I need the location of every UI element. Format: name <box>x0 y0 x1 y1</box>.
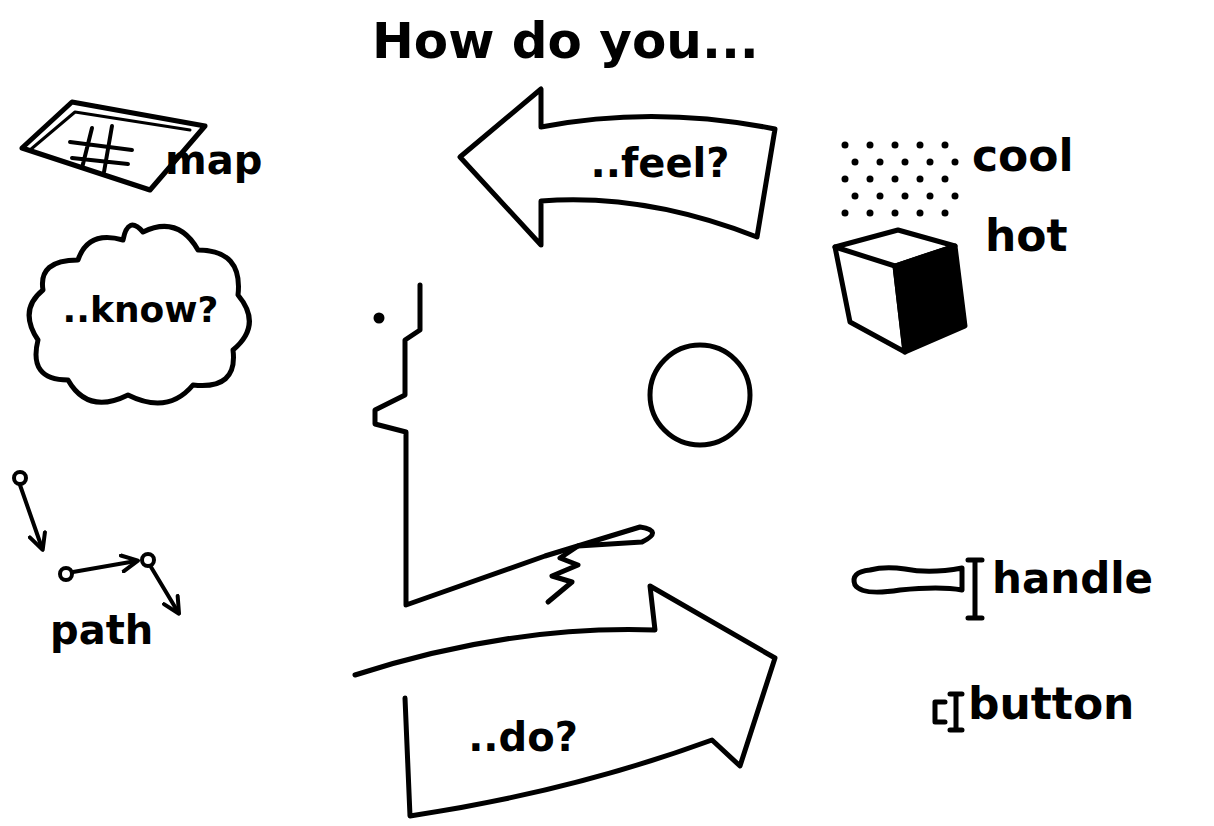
object-circle <box>650 345 750 445</box>
path-icon <box>14 472 178 612</box>
button-label: button <box>968 680 1134 728</box>
path-label: path <box>50 608 153 652</box>
title: How do you... <box>372 14 759 69</box>
feel-arrow: ..feel? <box>455 85 785 250</box>
node-text: ..do? <box>468 715 578 759</box>
hot-label: hot <box>985 212 1068 260</box>
map-label: map <box>165 138 262 182</box>
node-text: ..know? <box>63 290 219 330</box>
button-icon <box>935 694 962 730</box>
handle-icon <box>854 560 982 618</box>
hot-cube <box>835 142 965 353</box>
person-profile <box>375 285 653 605</box>
outline-path <box>355 586 775 816</box>
handle-label: handle <box>992 556 1153 602</box>
know-cloud: ..know? <box>18 210 258 415</box>
cool-label: cool <box>972 132 1074 180</box>
node-text: ..feel? <box>591 141 730 185</box>
node-outline <box>350 580 780 820</box>
do-arrow: ..do? <box>350 580 780 820</box>
outline-path <box>29 225 249 403</box>
outline-path <box>460 89 775 245</box>
